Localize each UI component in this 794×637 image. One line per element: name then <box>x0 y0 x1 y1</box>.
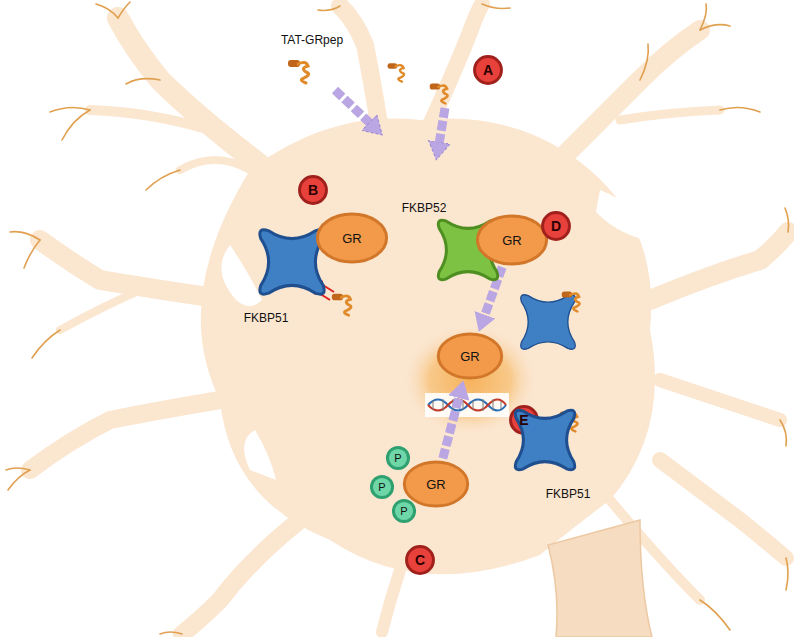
gr-receptor: GR <box>476 215 548 265</box>
protein-name: FKBP52 <box>402 201 447 215</box>
translocation-arrow <box>443 392 461 458</box>
callout-text: C <box>406 546 434 574</box>
protein-name: FKBP51 <box>546 487 591 501</box>
phosphate-text: P <box>387 447 409 469</box>
callout-text: D <box>542 212 570 240</box>
phosphate-group: P <box>371 476 393 498</box>
protein-name: FKBP51 <box>244 311 289 325</box>
callout-letter: E <box>510 406 538 434</box>
peptide-name: TAT-GRpep <box>281 33 343 47</box>
receptor-text: GR <box>437 333 503 379</box>
callout-text: B <box>299 176 327 204</box>
callout-letter: D <box>542 212 570 240</box>
phosphate-text: P <box>371 476 393 498</box>
callout-letter: B <box>299 176 327 204</box>
callout-text: A <box>474 56 502 84</box>
callout-letter: A <box>474 56 502 84</box>
phosphate-group: P <box>387 447 409 469</box>
gr-receptor: GR <box>316 213 388 263</box>
callout-letter: C <box>406 546 434 574</box>
gr-receptor: GR <box>437 333 503 379</box>
phosphate-text: P <box>393 500 415 522</box>
callout-text: E <box>510 406 538 434</box>
receptor-text: GR <box>316 213 388 263</box>
receptor-text: GR <box>476 215 548 265</box>
phosphate-group: P <box>393 500 415 522</box>
receptor-text: GR <box>403 461 469 507</box>
gr-receptor: GR <box>403 461 469 507</box>
